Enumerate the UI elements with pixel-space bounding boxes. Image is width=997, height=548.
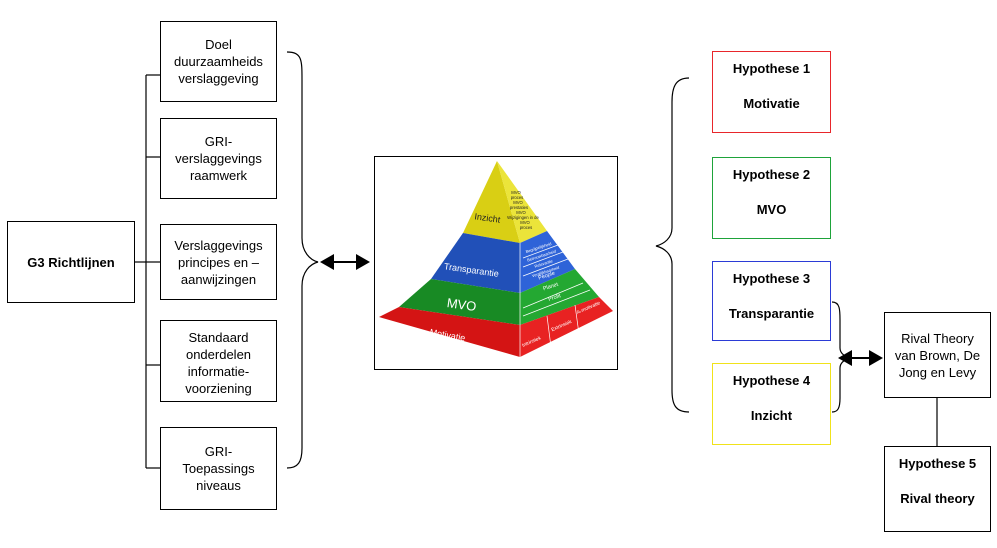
inzicht-item: MVO xyxy=(516,210,526,215)
pyramid-label-inzicht: Inzicht xyxy=(474,211,502,225)
right-brace xyxy=(655,77,690,413)
hypothesis-subject: Transparantie xyxy=(728,306,815,321)
pyramid-label-mvo: MVO xyxy=(446,295,477,314)
inzicht-item: proces xyxy=(511,195,524,200)
layer-motivatie-left xyxy=(379,307,520,357)
hypothesis-title: Hypothese 2 xyxy=(732,167,811,182)
inzicht-item: MVO xyxy=(511,190,521,195)
component-box-principes: Verslaggevings principes en –aanwijzinge… xyxy=(160,224,277,300)
pyramid-frame: Inzicht Transparantie MVO Motivatie MVO … xyxy=(374,156,618,370)
left-brace xyxy=(286,51,319,469)
root-node: G3 Richtlijnen xyxy=(7,221,135,303)
mvo-item: Profit xyxy=(548,293,563,303)
layer-mvo-right xyxy=(520,269,599,325)
inzicht-item: Wijzigingen in de xyxy=(507,215,539,220)
inzicht-item: MVO xyxy=(513,200,523,205)
layer-mvo-left xyxy=(399,279,520,325)
hypothesis-subject: Motivatie xyxy=(743,96,800,111)
hypothesis-title: Hypothese 1 xyxy=(732,61,811,76)
pyramid-graphic: Inzicht Transparantie MVO Motivatie MVO … xyxy=(379,161,613,357)
hypothesis-box-2: Hypothese 2 MVO xyxy=(712,157,831,239)
layer-motivatie-right xyxy=(520,297,613,357)
component-box-raamwerk: GRI- verslaggevings raamwerk xyxy=(160,118,277,199)
transparantie-item: Relevantie xyxy=(534,258,554,269)
component-label: GRI- verslaggevings raamwerk xyxy=(175,134,262,183)
hypothesis-title: Hypothese 4 xyxy=(732,373,811,388)
rival-theory-box: Rival Theory van Brown, De Jong en Levy xyxy=(884,312,991,398)
layer-transparantie-left xyxy=(431,233,520,293)
component-label: GRI- Toepassings niveaus xyxy=(182,444,255,493)
component-box-toepassing: GRI- Toepassings niveaus xyxy=(160,427,277,510)
hypothesis-subject: MVO xyxy=(756,202,787,217)
inzicht-item: MVO xyxy=(520,220,530,225)
hypothesis-box-5: Hypothese 5 Rival theory xyxy=(884,446,991,532)
hypothesis-title: Hypothese 5 xyxy=(898,456,977,471)
hypothesis-box-4: Hypothese 4 Inzicht xyxy=(712,363,831,445)
layer-transparantie-right xyxy=(520,231,575,293)
hypothesis-box-3: Hypothese 3 Transparantie xyxy=(712,261,831,341)
component-box-doel: Doel duurzaamheids verslaggeving xyxy=(160,21,277,102)
layer-inzicht-right xyxy=(497,161,547,243)
root-label: G3 Richtlijnen xyxy=(27,254,115,270)
component-label: Standaard onderdelen informatie- voorzie… xyxy=(185,330,252,396)
mvo-item: Planet xyxy=(542,282,559,293)
hypothesis-subject: Rival theory xyxy=(900,491,975,506)
rival-theory-label: Rival Theory van Brown, De Jong en Levy xyxy=(894,330,981,380)
inzicht-item: proces xyxy=(520,225,533,230)
component-label: Verslaggevings principes en –aanwijzinge… xyxy=(174,237,263,287)
hypothesis-box-1: Hypothese 1 Motivatie xyxy=(712,51,831,133)
hypothesis-subject: Inzicht xyxy=(750,408,793,423)
inzicht-item: prestaties xyxy=(510,205,528,210)
component-label: Doel duurzaamheids verslaggeving xyxy=(174,37,263,86)
component-box-standaard: Standaard onderdelen informatie- voorzie… xyxy=(160,320,277,402)
hypothesis-title: Hypothese 3 xyxy=(732,271,811,286)
layer-inzicht-left xyxy=(463,161,520,243)
mvo-item: People xyxy=(538,271,556,282)
